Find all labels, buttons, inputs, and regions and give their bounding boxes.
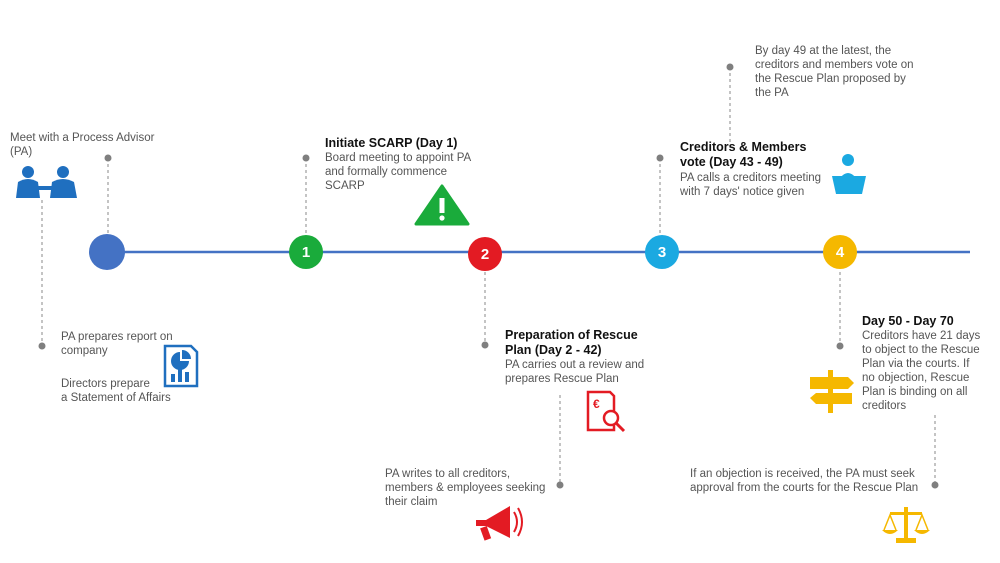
rescue-text: PA carries out a review and prepares Res… — [505, 359, 645, 385]
euro-document-search-icon: € — [586, 390, 626, 433]
step-start-circle — [89, 234, 125, 270]
vote-title: Creditors & Members vote (Day 43 - 49) — [680, 140, 807, 169]
step-2-circle — [468, 237, 502, 271]
day50-title: Day 50 - Day 70 — [862, 314, 954, 328]
vote-text: PA calls a creditors meeting with 7 days… — [680, 172, 822, 198]
step-3-number: 3 — [658, 244, 666, 261]
objection-text: If an objection is received, the PA must… — [690, 468, 919, 494]
step-3-circle — [645, 235, 679, 269]
report-chart-icon — [163, 344, 199, 388]
signpost-icon — [810, 370, 854, 413]
step-1-circle — [289, 235, 323, 269]
connectors — [38, 63, 939, 489]
warning-triangle-icon — [414, 184, 470, 226]
step-4-circle — [823, 235, 857, 269]
report-text: PA prepares report on company — [61, 331, 173, 357]
step-2-number: 2 — [481, 246, 489, 263]
day50-text: Creditors have 21 days to object to the … — [862, 330, 981, 412]
speaker-podium-icon — [832, 154, 866, 194]
step-4-number: 4 — [836, 244, 845, 261]
initiate-title: Initiate SCARP (Day 1) — [325, 136, 458, 150]
svg-text:€: € — [593, 397, 600, 411]
statement-text: Directors prepare a Statement of Affairs — [61, 378, 171, 404]
megaphone-icon — [476, 506, 523, 541]
initiate-text: Board meeting to appoint PA and formally… — [325, 152, 472, 192]
pa-meeting-text: Meet with a Process Advisor (PA) — [10, 132, 155, 158]
rescue-title: Preparation of Rescue Plan (Day 2 - 42) — [505, 328, 638, 357]
people-meeting-icon — [16, 166, 77, 198]
scales-of-justice-icon — [882, 507, 930, 543]
writes-text: PA writes to all creditors, members & em… — [385, 468, 546, 508]
day49-text: By day 49 at the latest, the creditors a… — [755, 45, 914, 99]
step-1-number: 1 — [302, 244, 310, 261]
